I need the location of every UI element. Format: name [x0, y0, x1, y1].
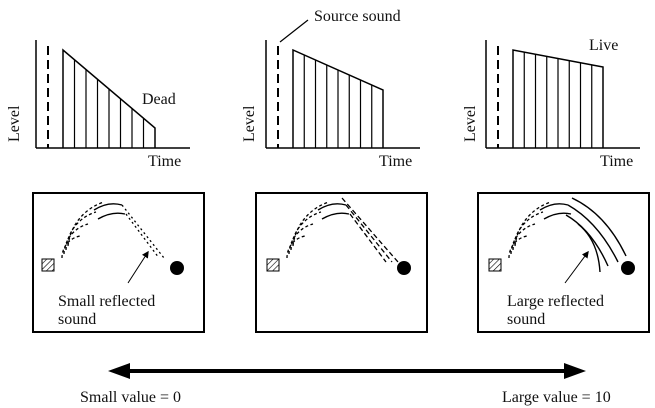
decay-bars [523, 52, 593, 148]
direct-waves [61, 201, 105, 259]
x-axis-label: Time [379, 153, 413, 170]
room-frame [32, 192, 205, 333]
decay-bars [303, 55, 373, 148]
room-small [32, 192, 205, 333]
listener [397, 261, 411, 275]
reflected-waves [565, 197, 627, 273]
scale-left-label: Small value = 0 [80, 389, 182, 406]
source-speaker [488, 258, 502, 272]
direct-waves [286, 201, 330, 259]
caption-large-line1: Large reflected [507, 293, 604, 310]
source-sound-pointer [279, 19, 309, 43]
room-large [477, 192, 650, 333]
room-medium [255, 192, 428, 333]
reflection-arcs [539, 203, 572, 220]
y-axis-label: Level [462, 105, 479, 142]
y-axis-label: Level [6, 105, 23, 142]
y-axis-label: Level [241, 105, 258, 142]
decay-bars [73, 59, 145, 148]
reflection-arcs [93, 203, 126, 220]
scale-arrow [108, 363, 586, 379]
caption-small-line2: sound [58, 311, 97, 328]
graph-live [485, 40, 640, 149]
x-axis-label: Time [148, 153, 182, 170]
source-speaker [266, 258, 280, 272]
room-frame [477, 192, 650, 333]
source-speaker [41, 258, 55, 272]
annotation-dead: Dead [142, 91, 176, 108]
caption-large-line2: sound [507, 311, 546, 328]
graph-medium [265, 19, 420, 149]
direct-waves [508, 201, 552, 259]
arrow-left-head [108, 363, 130, 379]
x-axis-label: Time [600, 153, 634, 170]
reflected-waves [121, 204, 165, 259]
caption-small-line1: Small reflected [58, 293, 156, 310]
arrow-right-head [564, 363, 586, 379]
annotation-live: Live [589, 37, 619, 54]
graph-dead [35, 40, 190, 149]
caption-pointer [127, 250, 149, 284]
reflected-waves [341, 197, 399, 263]
caption-pointer [564, 250, 589, 284]
listener [621, 261, 635, 275]
reflection-arcs [317, 203, 350, 220]
scale-right-label: Large value = 10 [502, 389, 611, 406]
annotation-source-sound: Source sound [314, 8, 401, 25]
listener [170, 261, 184, 275]
room-frame [255, 192, 428, 333]
